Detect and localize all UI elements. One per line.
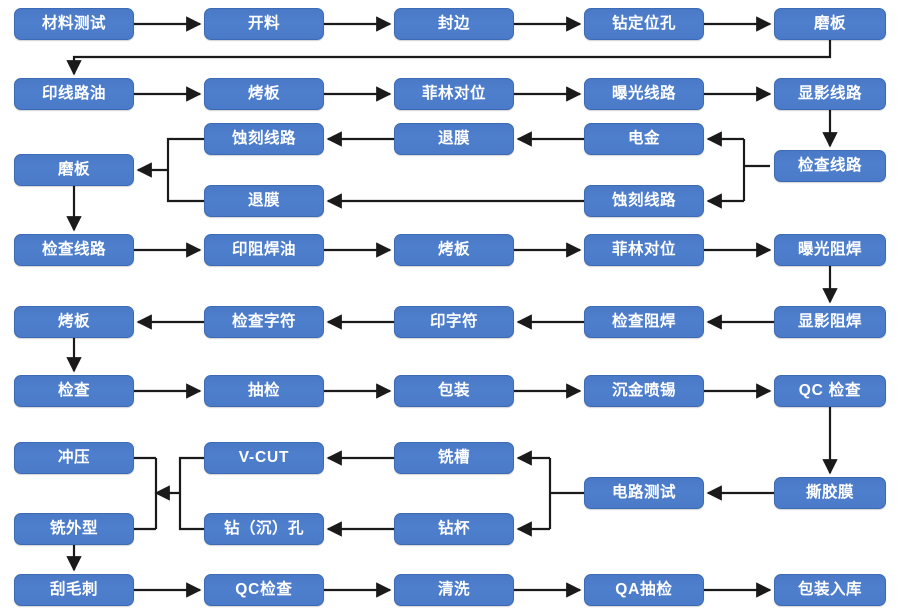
edge-inner-merge-bracket <box>178 456 204 531</box>
node-solder-mask-exposure[interactable]: 曝光阻焊 <box>774 234 886 266</box>
node-deburring[interactable]: 刮毛刺 <box>14 574 134 606</box>
node-qc-check-1[interactable]: QC 检查 <box>774 375 886 407</box>
node-solder-mask-developing[interactable]: 显影阻焊 <box>774 306 886 338</box>
edge-n05-n06 <box>66 40 832 76</box>
node-print-solder-mask[interactable]: 印阻焊油 <box>204 234 324 266</box>
node-pack-and-stock[interactable]: 包装入库 <box>774 574 886 606</box>
node-baking-1[interactable]: 烤板 <box>204 78 324 110</box>
node-grinding-1[interactable]: 磨板 <box>774 8 886 40</box>
node-circuit-developing[interactable]: 显影线路 <box>774 78 886 110</box>
node-drill-locating-hole[interactable]: 钻定位孔 <box>584 8 704 40</box>
node-cutting[interactable]: 开料 <box>204 8 324 40</box>
node-material-test[interactable]: 材料测试 <box>14 8 134 40</box>
node-enig-hasl[interactable]: 沉金喷锡 <box>584 375 704 407</box>
node-drill-counterbore[interactable]: 钻（沉）孔 <box>204 513 324 545</box>
node-circuit-inspection-1[interactable]: 检查线路 <box>774 150 886 182</box>
node-circuit-etching-2[interactable]: 蚀刻线路 <box>584 185 704 217</box>
node-sampling-1[interactable]: 抽检 <box>204 375 324 407</box>
node-edge-sealing[interactable]: 封边 <box>394 8 514 40</box>
node-circuit-exposure[interactable]: 曝光线路 <box>584 78 704 110</box>
node-qa-sampling[interactable]: QA抽检 <box>584 574 704 606</box>
node-print-characters[interactable]: 印字符 <box>394 306 514 338</box>
edge-merge-riser-a <box>166 137 204 203</box>
node-drill-cup[interactable]: 钻杯 <box>394 513 514 545</box>
node-peel-film[interactable]: 撕胶膜 <box>774 477 886 509</box>
node-inspection[interactable]: 检查 <box>14 375 134 407</box>
node-circuit-inspection-2[interactable]: 检查线路 <box>14 234 134 266</box>
node-grinding-2[interactable]: 磨板 <box>14 154 134 186</box>
node-baking-2[interactable]: 烤板 <box>394 234 514 266</box>
node-film-stripping-1[interactable]: 退膜 <box>394 123 514 155</box>
node-film-alignment-2[interactable]: 菲林对位 <box>584 234 704 266</box>
node-film-alignment-1[interactable]: 菲林对位 <box>394 78 514 110</box>
node-routing-profile[interactable]: 铣外型 <box>14 513 134 545</box>
node-cleaning[interactable]: 清洗 <box>394 574 514 606</box>
node-v-cut[interactable]: V-CUT <box>204 442 324 474</box>
node-print-circuit-ink[interactable]: 印线路油 <box>14 78 134 110</box>
node-circuit-etching-1[interactable]: 蚀刻线路 <box>204 123 324 155</box>
node-gold-plating[interactable]: 电金 <box>584 123 704 155</box>
node-qc-check-2[interactable]: QC检查 <box>204 574 324 606</box>
node-circuit-test[interactable]: 电路测试 <box>584 477 704 509</box>
node-punching[interactable]: 冲压 <box>14 442 134 474</box>
node-film-stripping-2[interactable]: 退膜 <box>204 185 324 217</box>
node-milling-slot[interactable]: 铣槽 <box>394 442 514 474</box>
node-character-inspection[interactable]: 检查字符 <box>204 306 324 338</box>
node-packaging[interactable]: 包装 <box>394 375 514 407</box>
node-solder-mask-inspection[interactable]: 检查阻焊 <box>584 306 704 338</box>
node-baking-3[interactable]: 烤板 <box>14 306 134 338</box>
